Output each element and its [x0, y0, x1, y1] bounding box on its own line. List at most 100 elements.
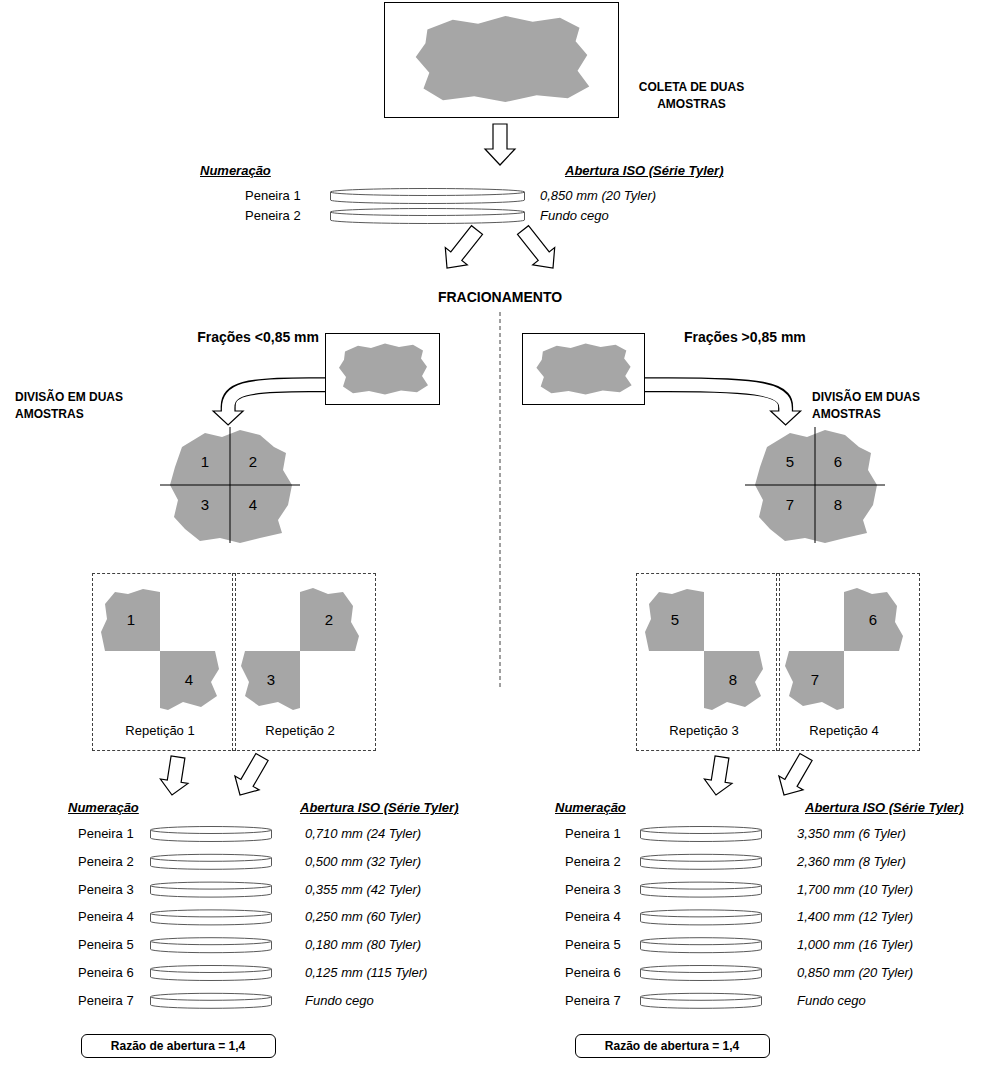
block-arrow — [160, 756, 188, 795]
sample-blobs — [339, 16, 632, 395]
quarter-number: 1 — [116, 610, 146, 630]
sieve-number: Peneira 4 — [78, 909, 134, 925]
sieve-number: Peneira 5 — [78, 937, 134, 953]
quarter-number: 7 — [775, 495, 805, 515]
arrow-head — [771, 411, 801, 425]
sieve-symbol — [641, 827, 762, 842]
sieve-number: Peneira 7 — [78, 993, 134, 1009]
block-arrow — [485, 124, 515, 165]
column-header: Abertura ISO (Série Tyler) — [805, 800, 963, 816]
sample-quarter — [241, 651, 300, 710]
block-arrow — [518, 226, 555, 268]
sieve-symbol — [641, 882, 762, 897]
sieve-number: Peneira 5 — [565, 937, 621, 953]
sample-quarter — [645, 589, 704, 651]
replicate-label: Repetição 3 — [637, 723, 771, 739]
replicate-box: 23Repetição 2 — [232, 573, 376, 751]
quarter-number: 7 — [800, 670, 830, 690]
sample-quarter — [160, 651, 219, 710]
quarter-number: 8 — [823, 495, 853, 515]
sample-blob — [339, 343, 428, 394]
sieve-number: Peneira 2 — [565, 854, 621, 870]
block-arrow — [235, 754, 268, 796]
ratio-box: Razão de abertura = 1,4 — [575, 1034, 770, 1058]
quarter-number: 3 — [190, 495, 220, 515]
quarter-line — [815, 427, 816, 543]
replicate-box: 6 7Repetição 4 — [776, 573, 920, 751]
replicate-label: Repetição 4 — [777, 723, 911, 739]
sieve-aperture: 0,250 mm (60 Tyler) — [305, 909, 421, 925]
sieve-aperture: 2,360 mm (8 Tyler) — [797, 854, 906, 870]
sieve-symbol — [151, 993, 272, 1008]
step-note: DIVISÃO EM DUAS AMOSTRAS — [812, 389, 937, 423]
box-heading: COLETA DE DUAS AMOSTRAS — [629, 79, 754, 113]
sieve-aperture: 0,710 mm (24 Tyler) — [305, 826, 421, 842]
quarter-number: 1 — [190, 452, 220, 472]
arrow-head — [213, 411, 243, 425]
column-header: Numeração — [555, 800, 626, 816]
column-header: Abertura ISO (Série Tyler) — [300, 800, 458, 816]
sieve-aperture: 3,350 mm (6 Tyler) — [797, 826, 906, 842]
sample-outline — [160, 425, 305, 545]
sieve-aperture: 0,850 mm (20 Tyler) — [797, 965, 913, 981]
quarter-number: 4 — [238, 495, 268, 515]
arrow-fill — [228, 385, 325, 413]
sieve-symbol — [641, 938, 762, 953]
sieve-symbol — [151, 910, 272, 925]
sieve-aperture: 0,355 mm (42 Tyler) — [305, 882, 421, 898]
quarter-number: 8 — [718, 670, 748, 690]
sieve-aperture: Fundo cego — [305, 993, 374, 1009]
arrow-fill — [645, 385, 786, 413]
block-arrows — [160, 124, 812, 795]
sieve-symbol — [641, 854, 762, 869]
quarter-number: 4 — [174, 670, 204, 690]
quarter-number: 6 — [858, 610, 888, 630]
sieve-number: Peneira 4 — [565, 909, 621, 925]
block-arrow — [704, 756, 732, 795]
quarter-number: 2 — [314, 610, 344, 630]
replicate-label: Repetição 1 — [93, 723, 227, 739]
quartered-sample: 56 78 — [745, 425, 890, 545]
sieve-symbol — [331, 209, 525, 224]
sieve-stack — [331, 189, 525, 224]
sieve-number: Peneira 6 — [78, 965, 134, 981]
sieve-symbol — [641, 910, 762, 925]
quartered-sample: 12 34 — [160, 425, 305, 545]
sieve-stack — [151, 827, 272, 1009]
hollow-arrow — [213, 385, 325, 425]
replicate-box: 5 8Repetição 3 — [636, 573, 780, 751]
quarter-line — [230, 427, 231, 543]
sieve-aperture: 1,000 mm (16 Tyler) — [797, 937, 913, 953]
sample-quarter — [101, 589, 160, 651]
column-header: Numeração — [200, 163, 271, 179]
sieve-number: Peneira 6 — [565, 965, 621, 981]
fraction-box: Frações >0,85 mm — [522, 333, 645, 405]
quarter-number: 3 — [256, 670, 286, 690]
sieve-symbol — [151, 827, 272, 842]
quarter-number: 5 — [660, 610, 690, 630]
sieve-stack — [641, 827, 762, 1009]
sample-blob — [536, 343, 631, 394]
sieve-aperture: 1,700 mm (10 Tyler) — [797, 882, 913, 898]
sieve-symbol — [151, 854, 272, 869]
block-arrow — [779, 754, 812, 796]
sieve-symbol — [641, 966, 762, 981]
quarter-number: 2 — [238, 452, 268, 472]
quarter-number: 5 — [775, 452, 805, 472]
sample-quarter — [844, 588, 903, 651]
replicate-box: 1 4Repetição 1 — [92, 573, 236, 751]
ratio-text: Razão de abertura = 1,4 — [82, 1035, 275, 1057]
step-title: FRACIONAMENTO — [380, 288, 620, 306]
sieve-symbol — [151, 882, 272, 897]
sample-quarter — [704, 651, 763, 710]
sieve-symbol — [151, 966, 272, 981]
column-header: Numeração — [68, 800, 139, 816]
sample-blob — [755, 430, 877, 543]
sample-quarter — [785, 651, 844, 710]
ratio-box: Razão de abertura = 1,4 — [81, 1034, 276, 1058]
sieve-aperture: 0,500 mm (32 Tyler) — [305, 854, 421, 870]
quarter-number: 6 — [823, 452, 853, 472]
